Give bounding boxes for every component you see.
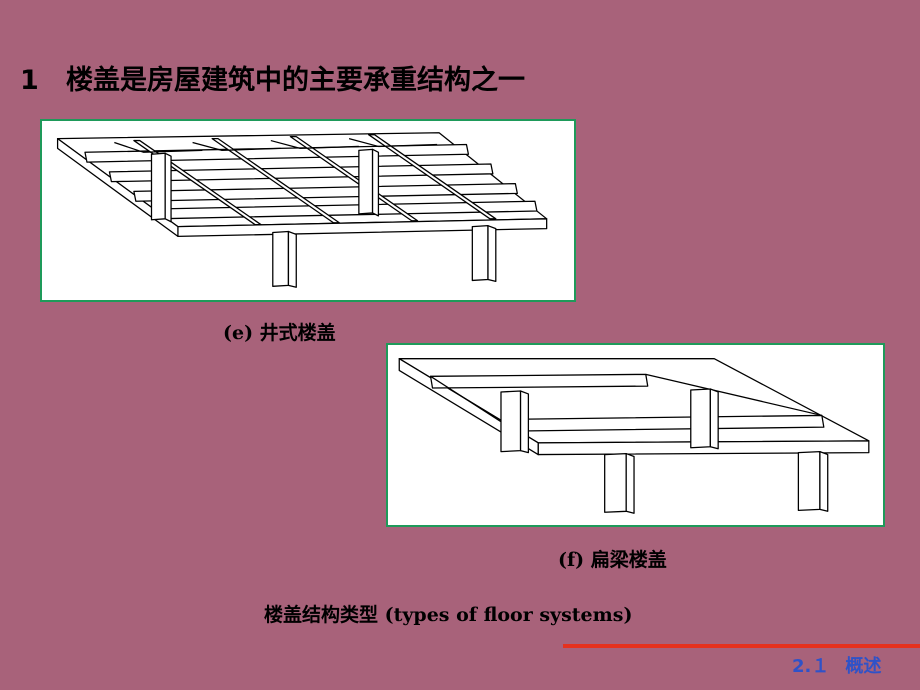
column [797,450,821,511]
figure-e-caption: (e) 井式楼盖 [223,322,336,344]
waffle-floor-figure [40,119,576,302]
grid-beam [133,182,518,202]
grid-beam [211,137,340,224]
slide-title: 1 楼盖是房屋建筑中的主要承重结构之一 [20,58,525,97]
title-number: 1 [20,65,39,96]
column [500,390,522,453]
flat-beam-floor-figure [386,343,885,527]
flat-beam-floor-drawing [398,358,870,514]
footer: 2.１ 概述 [792,652,881,678]
figure-f-caption: (f) 扁梁楼盖 [558,549,667,571]
column [358,148,374,215]
footer-section: 2.１ [792,656,830,677]
main-caption: 楼盖结构类型 (types of floor systems) [264,604,633,626]
footer-label: 概述 [845,656,882,677]
column [604,452,627,513]
footer-rule [563,644,920,648]
title-text: 楼盖是房屋建筑中的主要承重结构之一 [66,65,525,96]
column [150,152,166,221]
column [272,230,290,287]
column [690,388,711,449]
grid-beam [368,134,497,220]
flat-beam [429,373,649,389]
column [471,225,489,282]
waffle-floor-drawing [56,132,548,288]
